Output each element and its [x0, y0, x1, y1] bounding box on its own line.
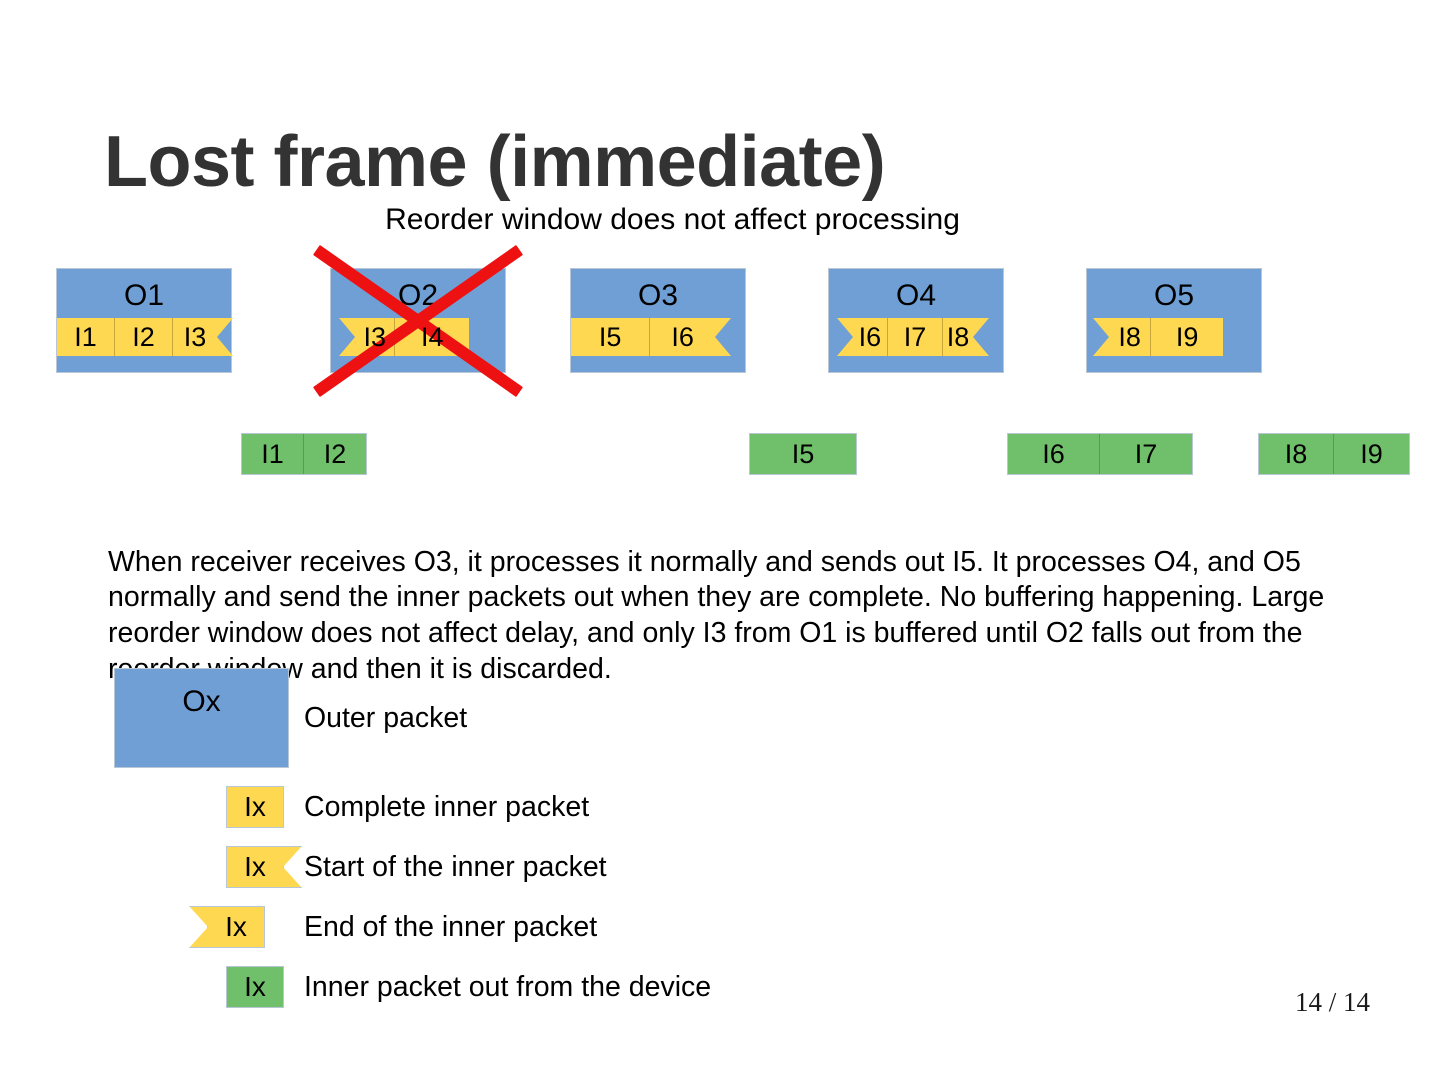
- outer-packet-label: O2: [397, 279, 439, 312]
- inner-packet-label: I6: [858, 321, 882, 352]
- inner-packet-label: I4: [420, 321, 444, 352]
- legend-swatch-symbol: Ix: [244, 971, 266, 1002]
- outer-packet-label: O4: [895, 279, 937, 312]
- inner-packet-label: I1: [74, 321, 97, 352]
- inner-packet-band: I6 I7 I8: [837, 318, 989, 356]
- page-number: 14 / 14: [1294, 987, 1370, 1017]
- inner-packet-complete: I1: [57, 318, 115, 356]
- inner-packet-start: I8: [943, 318, 973, 356]
- legend-swatch-symbol: Ix: [244, 851, 266, 882]
- output-packet-cell: I2: [304, 434, 366, 474]
- legend-label: Inner packet out from the device: [304, 970, 712, 1003]
- legend-label: Start of the inner packet: [304, 850, 607, 883]
- inner-packet-end: I6: [853, 318, 888, 356]
- legend-swatch-wrap: Ix: [114, 786, 304, 828]
- inner-packet-label: I3: [363, 321, 386, 352]
- inner-packet-band: I3 I4: [339, 318, 469, 356]
- outer-packet-label: O5: [1153, 279, 1195, 312]
- legend-swatch-inner-start: Ix: [226, 846, 284, 888]
- diagram-caption: Reorder window does not affect processin…: [385, 203, 960, 236]
- outer-packet-label: O3: [637, 279, 679, 312]
- inner-packet-label: I9: [1175, 321, 1199, 352]
- inner-packet-band: I5 I6: [571, 318, 731, 356]
- legend-swatch-symbol: Ix: [225, 911, 247, 942]
- legend-row: Ox Outer packet: [114, 668, 1114, 768]
- outer-packet-label: O1: [123, 279, 165, 312]
- body-paragraph: When receiver receives O3, it processes …: [108, 545, 1325, 686]
- legend-swatch-inner-end: Ix: [207, 906, 265, 948]
- legend-row: Ix Inner packet out from the device: [114, 966, 1114, 1008]
- legend-swatch-wrap: Ix: [114, 906, 304, 948]
- output-packet-cell: I5: [750, 434, 856, 474]
- legend-swatch-symbol: Ix: [244, 791, 266, 822]
- inner-packet-label: I5: [598, 321, 622, 352]
- legend-swatch-outer-packet: Ox: [114, 668, 289, 768]
- output-packet-cell: I1: [242, 434, 304, 474]
- legend-label: End of the inner packet: [304, 910, 598, 943]
- output-packet-cell: I9: [1334, 434, 1409, 474]
- inner-packet-end: I3: [355, 318, 396, 356]
- legend-label: Outer packet: [304, 701, 468, 734]
- inner-packet-label: I3: [183, 321, 207, 352]
- legend-swatch-symbol: Ox: [182, 685, 221, 718]
- inner-packet-label: I7: [903, 321, 927, 352]
- legend-swatch-wrap: Ox: [114, 668, 304, 768]
- inner-packet-start: I3: [173, 318, 217, 356]
- inner-packet-band: I8 I9: [1093, 318, 1223, 356]
- legend-row: Ix Complete inner packet: [114, 786, 1114, 828]
- output-packet-cell: I8: [1259, 434, 1334, 474]
- inner-packet-complete: I5: [571, 318, 651, 356]
- output-packet-cell: I6: [1008, 434, 1100, 474]
- inner-packet-label: I8: [1118, 321, 1141, 352]
- inner-packet-label: I8: [946, 321, 970, 352]
- inner-packet-complete: I7: [887, 318, 944, 356]
- inner-packet-label: I2: [132, 321, 155, 352]
- inner-packet-complete: I4: [395, 318, 469, 356]
- legend-swatch-inner-complete: Ix: [226, 786, 284, 828]
- legend-swatch-output: Ix: [226, 966, 284, 1008]
- legend-label: Complete inner packet: [304, 790, 590, 823]
- legend-swatch-wrap: Ix: [114, 966, 304, 1008]
- inner-packet-band: I1 I2 I3: [57, 318, 233, 356]
- legend-swatch-wrap: Ix: [114, 846, 304, 888]
- inner-packet-complete: I9: [1151, 318, 1223, 356]
- inner-packet-label: I6: [671, 321, 694, 352]
- inner-packet-end: I8: [1109, 318, 1152, 356]
- page-title: Lost frame (immediate): [104, 122, 886, 203]
- output-packet-cell: I7: [1100, 434, 1192, 474]
- inner-packet-complete: I2: [115, 318, 173, 356]
- output-packet-group: I5: [749, 433, 857, 475]
- legend-row: Ix Start of the inner packet: [114, 846, 1114, 888]
- legend-row: Ix End of the inner packet: [114, 906, 1114, 948]
- inner-packet-start: I6: [650, 318, 715, 356]
